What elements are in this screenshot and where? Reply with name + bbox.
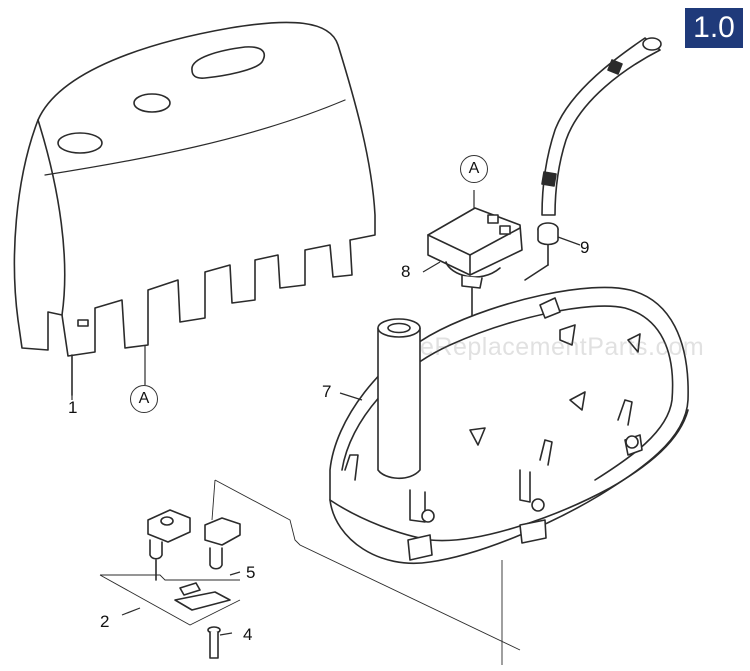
callout-5: 5 <box>246 563 256 582</box>
part-8-switch <box>427 207 523 359</box>
callout-8: 8 <box>401 262 411 281</box>
callout-2: 2 <box>100 612 110 631</box>
part-4-screw <box>207 626 221 659</box>
reference-a-top: A <box>460 155 488 183</box>
part-1-hood-cover <box>13 21 376 396</box>
page-number-badge: 1.0 <box>685 8 743 48</box>
callout-1: 1 <box>68 398 78 417</box>
part-7-base-housing <box>329 286 689 564</box>
watermark-text: eReplacementParts.com <box>420 333 705 361</box>
callout-4: 4 <box>243 625 253 644</box>
callout-9: 9 <box>580 238 590 257</box>
part-2-bracket-assembly <box>147 509 241 611</box>
callout-7: 7 <box>322 382 332 401</box>
reference-a-bottom: A <box>130 385 158 413</box>
